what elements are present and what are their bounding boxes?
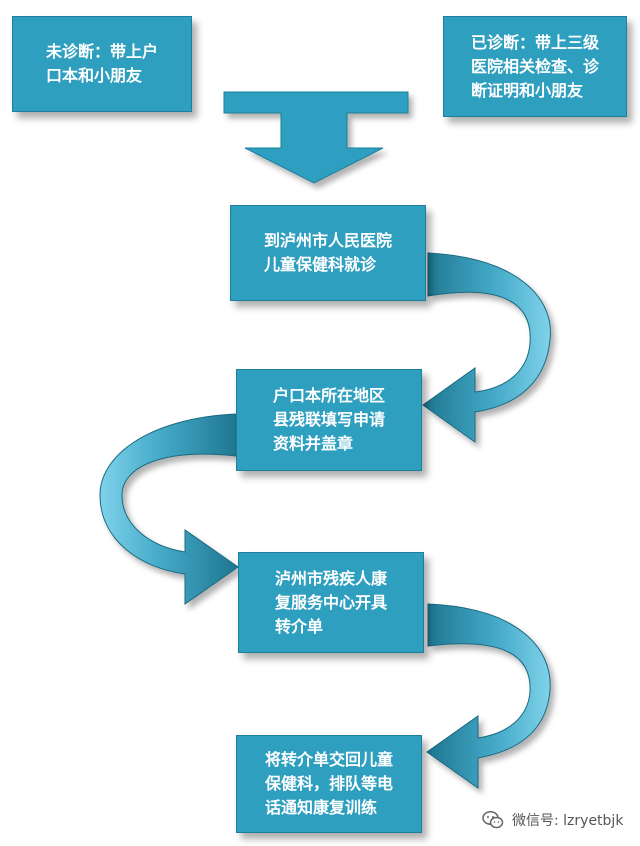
merge-down-arrow xyxy=(223,91,409,184)
step1-text: 到泸州市人民医院 儿童保健科就诊 xyxy=(263,231,392,274)
step3-text: 泸州市残疾人康 复服务中心开具 转介单 xyxy=(274,568,387,636)
curved-arrow-step2-to-step3 xyxy=(99,413,239,605)
step4-text: 将转介单交回儿童 保健科，排队等电 话通知康复训练 xyxy=(264,750,393,817)
diagnosed-text: 已诊断：带上三级 医院相关检查、诊 断证明和小朋友 xyxy=(470,32,599,100)
step4-box: 将转介单交回儿童 保健科，排队等电 话通知康复训练 xyxy=(236,735,422,833)
curved-arrow-step1-to-step2 xyxy=(422,252,551,443)
step3-box: 泸州市残疾人康 复服务中心开具 转介单 xyxy=(238,552,424,653)
undiagnosed-text: 未诊断：带上户 口本和小朋友 xyxy=(45,42,158,85)
wechat-watermark: 微信号: lzryetbjk xyxy=(482,806,623,834)
step2-box: 户口本所在地区 县残联填写申请 资料并盖章 xyxy=(236,369,422,471)
diagnosed-box: 已诊断：带上三级 医院相关检查、诊 断证明和小朋友 xyxy=(443,16,627,117)
step1-box: 到泸州市人民医院 儿童保健科就诊 xyxy=(230,205,426,301)
watermark-text: 微信号: lzryetbjk xyxy=(512,813,624,829)
step2-text: 户口本所在地区 县残联填写申请 资料并盖章 xyxy=(272,386,385,453)
wechat-icon xyxy=(482,810,504,830)
undiagnosed-box: 未诊断：带上户 口本和小朋友 xyxy=(12,16,192,112)
curved-arrow-step3-to-step4 xyxy=(426,603,551,789)
